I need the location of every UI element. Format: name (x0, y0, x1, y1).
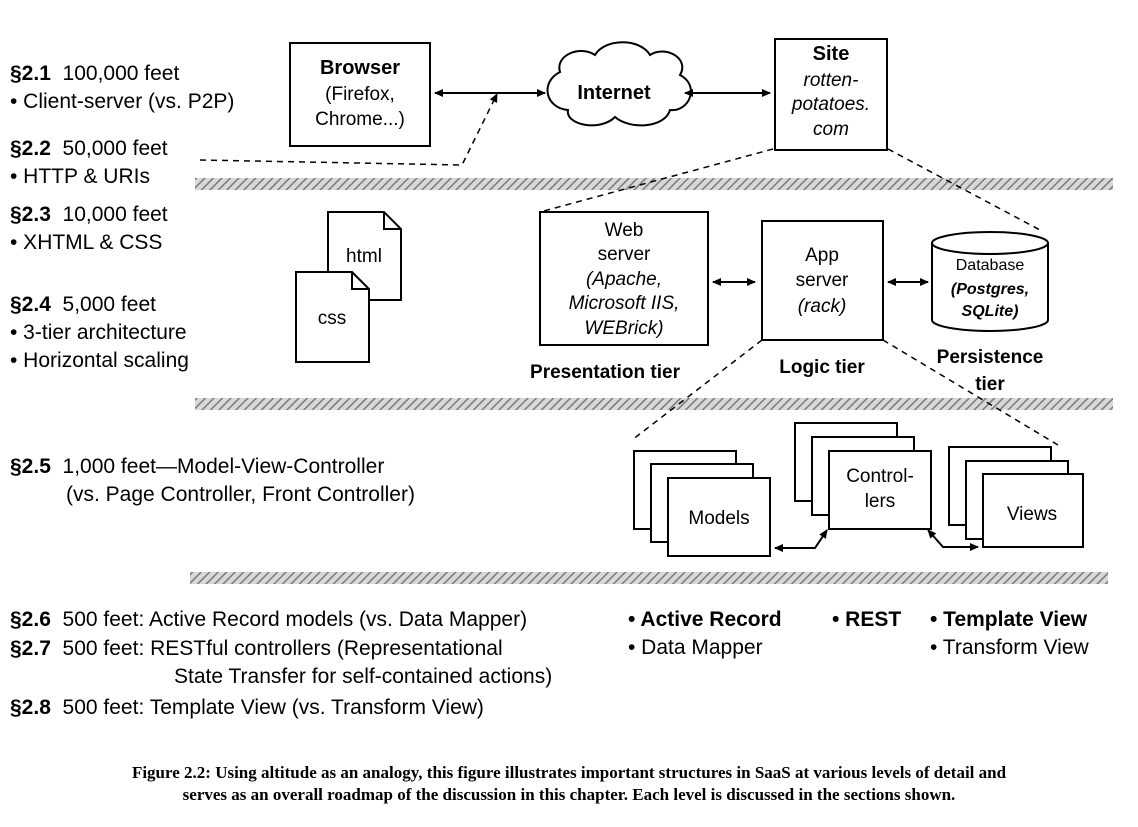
svg-text:(Postgres,: (Postgres, (951, 281, 1029, 298)
web-server-box: Web server (Apache, Microsoft IIS, WEBri… (539, 211, 709, 346)
svg-text:Browser: Browser (320, 57, 400, 79)
controllers-stack: Control- lers (794, 422, 932, 530)
svg-text:Control-: Control- (846, 466, 914, 487)
svg-text:Chrome...): Chrome...) (315, 109, 405, 130)
svg-text:com: com (813, 119, 849, 140)
section-2-3: §2.3 10,000 feet (10, 203, 168, 226)
browser-box: Browser (Firefox, Chrome...) (289, 42, 431, 147)
svg-text:(Firefox,: (Firefox, (325, 84, 395, 105)
svg-text:WEBrick): WEBrick) (584, 318, 663, 339)
svg-text:SQLite): SQLite) (962, 303, 1019, 320)
section-2-2: §2.2 50,000 feet (10, 137, 168, 160)
section-2-2-bullet: • HTTP & URIs (10, 165, 150, 188)
svg-text:potatoes.: potatoes. (791, 94, 870, 115)
section-2-4: §2.4 5,000 feet (10, 293, 156, 316)
section-2-1: §2.1 100,000 feet (10, 62, 180, 85)
svg-text:lers: lers (865, 491, 896, 512)
pattern-template-view: • Template View (930, 608, 1088, 631)
svg-text:Site: Site (813, 43, 850, 65)
altitude-band-1 (195, 178, 1113, 190)
section-2-4-bullet-2: • Horizontal scaling (10, 349, 189, 372)
views-stack: Views (948, 446, 1084, 548)
css-file-icon: css (295, 271, 370, 363)
models-stack: Models (633, 450, 771, 557)
section-2-7: §2.7 500 feet: RESTful controllers (Repr… (10, 637, 503, 660)
altitude-band-3 (190, 572, 1108, 584)
site-box: Site rotten- potatoes. com (774, 38, 888, 151)
svg-text:server: server (796, 270, 849, 291)
section-2-6: §2.6 500 feet: Active Record models (vs.… (10, 608, 528, 631)
altitude-band-2 (195, 398, 1113, 410)
svg-text:Microsoft IIS,: Microsoft IIS, (569, 293, 680, 314)
svg-text:Database: Database (956, 257, 1025, 274)
persistence-tier-label: Persistence (937, 347, 1044, 368)
internet-cloud-icon: Internet (546, 41, 692, 127)
svg-text:rotten-: rotten- (804, 70, 859, 91)
svg-text:Web: Web (605, 220, 644, 241)
svg-text:server: server (598, 244, 651, 265)
svg-text:html: html (346, 246, 382, 267)
figure-caption: Figure 2.2: Using altitude as an analogy… (131, 763, 1007, 804)
svg-text:App: App (805, 245, 839, 266)
svg-text:Models: Models (688, 508, 749, 529)
logic-tier-label: Logic tier (779, 357, 865, 378)
presentation-tier-label: Presentation tier (530, 362, 681, 383)
svg-text:Views: Views (1007, 504, 1057, 525)
persistence-tier-label-2: tier (975, 374, 1005, 395)
pattern-data-mapper: • Data Mapper (628, 636, 763, 659)
app-server-box: App server (rack) (761, 220, 884, 341)
svg-text:(Apache,: (Apache, (586, 269, 662, 290)
section-2-1-bullet: • Client-server (vs. P2P) (10, 90, 235, 113)
pattern-active-record: • Active Record (628, 608, 782, 631)
section-2-7-cont: State Transfer for self-contained action… (174, 665, 553, 688)
pattern-rest: • REST (832, 608, 902, 631)
svg-text:Internet: Internet (577, 82, 651, 104)
database-icon: Database (Postgres, SQLite) (931, 231, 1049, 332)
section-2-3-bullet: • XHTML & CSS (10, 231, 163, 254)
section-2-5-note: (vs. Page Controller, Front Controller) (66, 483, 415, 506)
svg-text:(rack): (rack) (798, 296, 847, 317)
section-2-4-bullet-1: • 3-tier architecture (10, 321, 187, 344)
section-2-8: §2.8 500 feet: Template View (vs. Transf… (10, 696, 484, 719)
svg-text:css: css (318, 308, 347, 329)
pattern-transform-view: • Transform View (930, 636, 1089, 659)
section-2-5: §2.5 1,000 feet—Model-View-Controller (10, 455, 385, 478)
